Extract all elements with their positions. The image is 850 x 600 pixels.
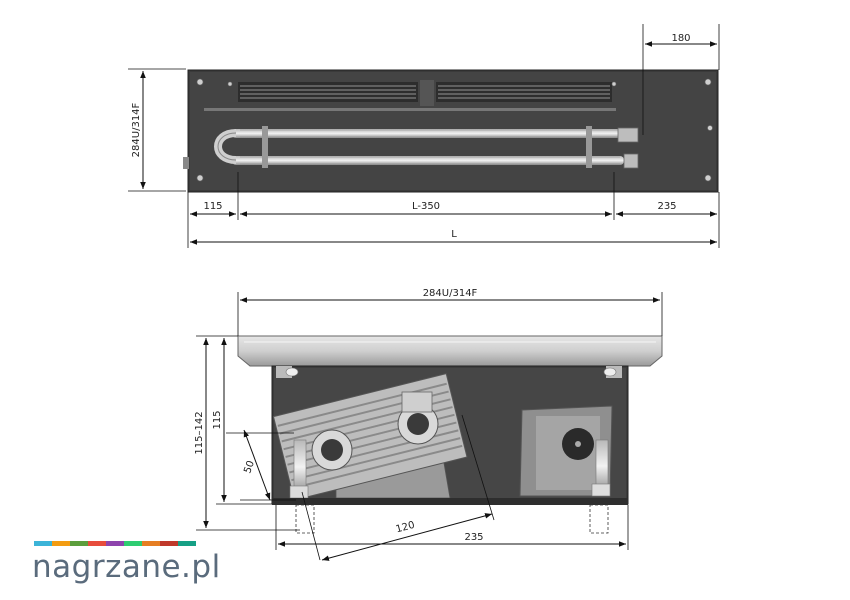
logo: nagrzane.pl [32, 541, 221, 585]
heat-exchanger-section [272, 372, 468, 501]
dim-height-top-view: 284U/314F [131, 102, 142, 157]
fan-unit-section [519, 405, 613, 497]
top-grille-tray [237, 335, 663, 367]
dim-height-115: 115 [212, 410, 223, 429]
dim-l-total: L [451, 229, 457, 240]
dim-115-top: 115 [203, 201, 222, 212]
logo-text: nagrzane.pl [32, 549, 221, 585]
section-view: 284U/314F 115–142 115 50 120 235 [194, 288, 663, 561]
dim-height-range: 115–142 [194, 411, 205, 454]
dim-235-bottom: 235 [464, 532, 483, 543]
dim-pipe-50: 50 [242, 459, 257, 475]
dim-top-width-section: 284U/314F [423, 288, 478, 299]
dim-180: 180 [671, 33, 690, 44]
top-view: 180 284U/314F 115 L-350 235 L [128, 24, 720, 248]
dim-235-top: 235 [657, 201, 676, 212]
air-grille [238, 80, 612, 106]
dim-pipe-spacing-120: 120 [395, 520, 416, 536]
dim-l-350: L-350 [412, 201, 440, 212]
heat-exchanger-pipes [214, 126, 639, 169]
